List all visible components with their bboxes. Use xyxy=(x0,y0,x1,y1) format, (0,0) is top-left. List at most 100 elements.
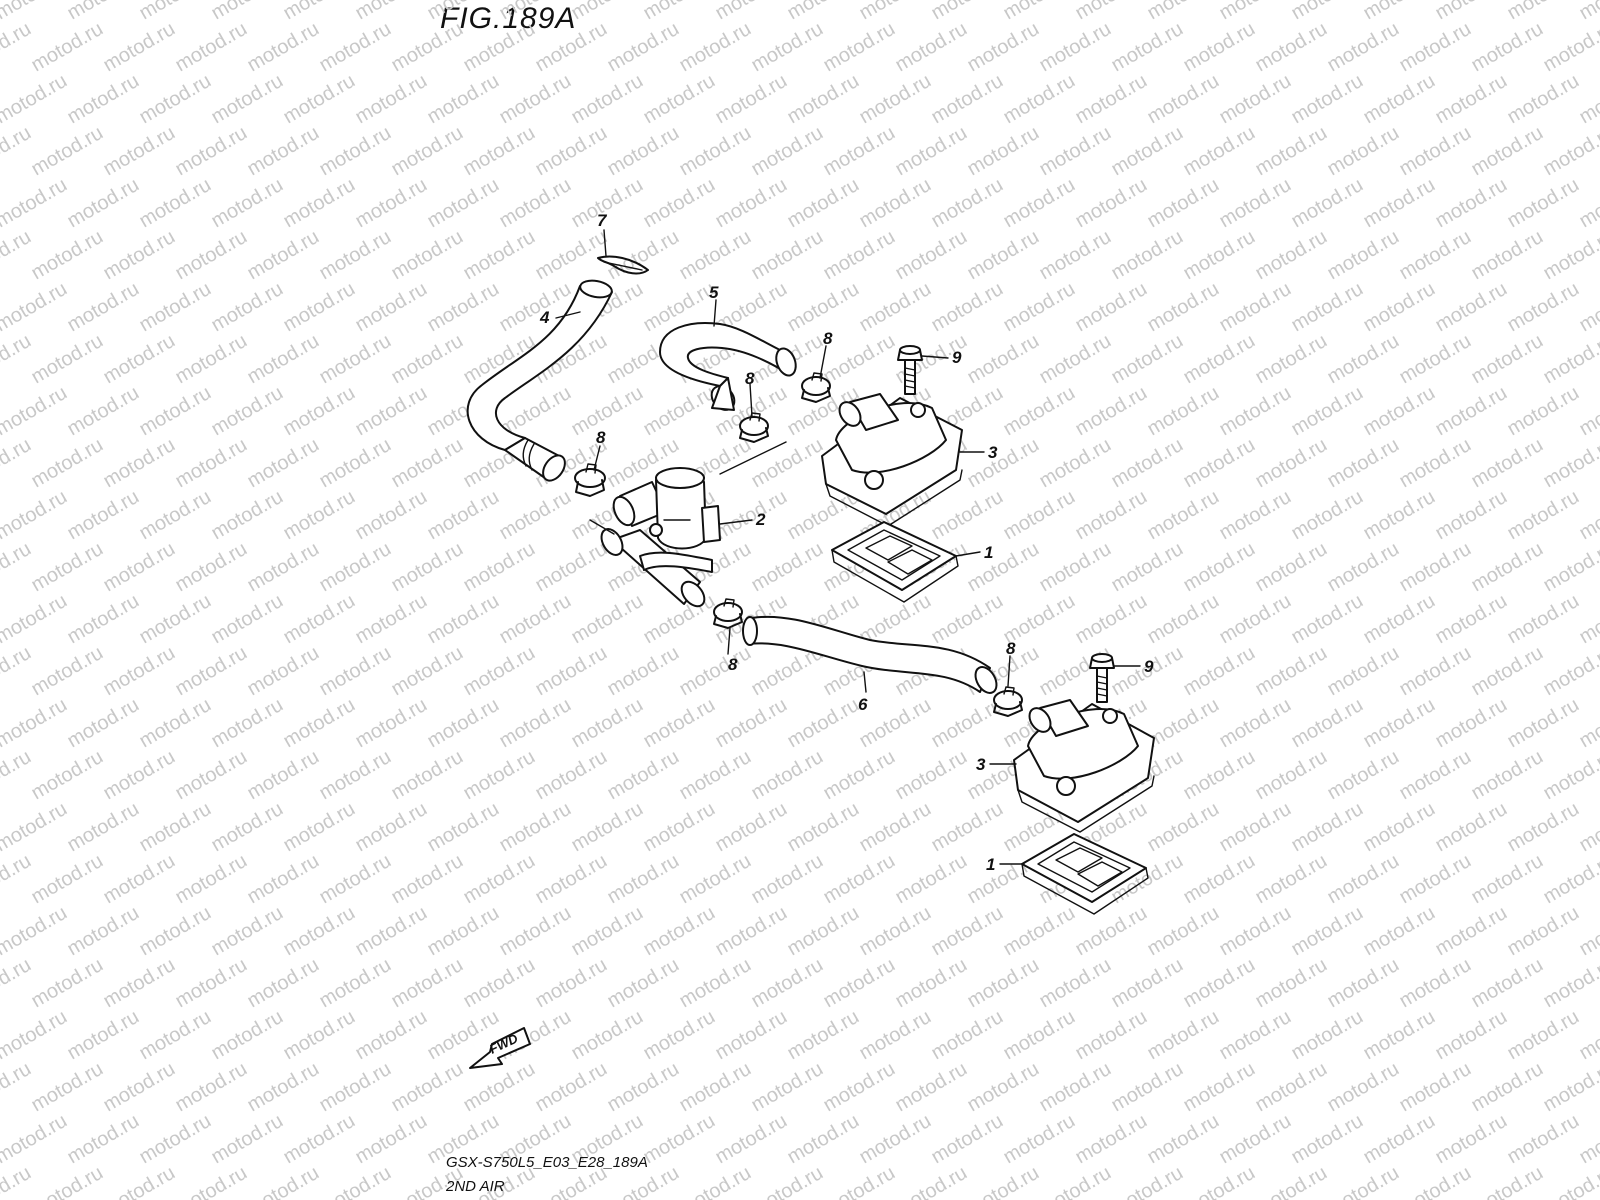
reed-valve-1-lower[interactable] xyxy=(1021,833,1149,915)
watermark-text: motod.ru xyxy=(172,850,251,909)
watermark-text: motod.ru xyxy=(1468,18,1547,77)
watermark-text: motod.ru xyxy=(604,1058,683,1117)
watermark-text: motod.ru xyxy=(1576,486,1600,545)
watermark-text: motod.ru xyxy=(856,798,935,857)
clamp-8-a[interactable] xyxy=(574,463,606,497)
watermark-text: motod.ru xyxy=(1432,798,1511,857)
watermark-text: motod.ru xyxy=(604,642,683,701)
cover-3-lower[interactable] xyxy=(1013,699,1155,833)
watermark-text: motod.ru xyxy=(1216,486,1295,545)
callout-clamp-8-d: 8 xyxy=(728,655,738,674)
watermark-text: motod.ru xyxy=(1072,382,1151,441)
hose-4[interactable] xyxy=(466,278,614,484)
callout-clamp-8-b: 8 xyxy=(745,369,755,388)
watermark-text: motod.ru xyxy=(1036,434,1115,493)
watermark-text: motod.ru xyxy=(568,0,647,24)
watermark-text: motod.ru xyxy=(1036,1162,1115,1200)
watermark-text: motod.ru xyxy=(352,70,431,129)
watermark-text: motod.ru xyxy=(1576,798,1600,857)
watermark-text: motod.ru xyxy=(388,642,467,701)
watermark-text: motod.ru xyxy=(100,1162,179,1200)
watermark-text: motod.ru xyxy=(1144,694,1223,753)
watermark-text: motod.ru xyxy=(1324,538,1403,597)
watermark-text: motod.ru xyxy=(784,70,863,129)
hose-5[interactable] xyxy=(659,322,799,414)
watermark-text: motod.ru xyxy=(964,1162,1043,1200)
watermark-text: motod.ru xyxy=(1576,70,1600,129)
watermark-text: motod.ru xyxy=(28,18,107,77)
watermark-text: motod.ru xyxy=(1072,590,1151,649)
watermark-text: motod.ru xyxy=(1144,1110,1223,1169)
watermark-text: motod.ru xyxy=(1540,1058,1600,1117)
watermark-text: motod.ru xyxy=(1216,694,1295,753)
watermark-text: motod.ru xyxy=(1324,1058,1403,1117)
watermark-text: motod.ru xyxy=(172,538,251,597)
watermark-text: motod.ru xyxy=(208,382,287,441)
section-name-label: 2ND AIR xyxy=(446,1178,505,1195)
watermark-text: motod.ru xyxy=(496,902,575,961)
watermark-text: motod.ru xyxy=(1144,486,1223,545)
watermark-text: motod.ru xyxy=(1468,642,1547,701)
clamp-8-d[interactable] xyxy=(713,598,743,629)
watermark-text: motod.ru xyxy=(820,122,899,181)
watermark-text: motod.ru xyxy=(640,174,719,233)
watermark-text: motod.ru xyxy=(1180,538,1259,597)
bolt-9-lower[interactable] xyxy=(1089,653,1115,703)
watermark-text: motod.ru xyxy=(100,1058,179,1117)
watermark-text: motod.ru xyxy=(1396,746,1475,805)
watermark-text: motod.ru xyxy=(748,538,827,597)
watermark-text: motod.ru xyxy=(604,850,683,909)
clamp-8-b[interactable] xyxy=(739,412,769,443)
watermark-text: motod.ru xyxy=(1072,1006,1151,1065)
watermark-text: motod.ru xyxy=(1432,278,1511,337)
watermark-text: motod.ru xyxy=(964,330,1043,389)
watermark-text: motod.ru xyxy=(100,538,179,597)
watermark-text: motod.ru xyxy=(640,798,719,857)
watermark-text: motod.ru xyxy=(1288,0,1367,24)
watermark-text: motod.ru xyxy=(1252,226,1331,285)
watermark-text: motod.ru xyxy=(1180,954,1259,1013)
bolt-9-upper[interactable] xyxy=(897,345,923,395)
watermark-text: motod.ru xyxy=(64,694,143,753)
watermark-text: motod.ru xyxy=(1540,434,1600,493)
watermark-text: motod.ru xyxy=(1396,1058,1475,1117)
watermark-text: motod.ru xyxy=(1576,174,1600,233)
watermark-text: motod.ru xyxy=(784,1110,863,1169)
watermark-text: motod.ru xyxy=(1036,954,1115,1013)
watermark-text: motod.ru xyxy=(820,1058,899,1117)
watermark-text: motod.ru xyxy=(1252,954,1331,1013)
watermark-text: motod.ru xyxy=(352,174,431,233)
watermark-text: motod.ru xyxy=(316,538,395,597)
watermark-text: motod.ru xyxy=(1432,174,1511,233)
watermark-text: motod.ru xyxy=(280,902,359,961)
watermark-text: motod.ru xyxy=(280,174,359,233)
watermark-text: motod.ru xyxy=(244,642,323,701)
clamp-8-e[interactable] xyxy=(993,686,1023,717)
watermark-text: motod.ru xyxy=(388,330,467,389)
watermark-text: motod.ru xyxy=(136,382,215,441)
watermark-text: motod.ru xyxy=(1432,0,1511,24)
watermark-text: motod.ru xyxy=(0,1006,71,1065)
cover-3-upper[interactable] xyxy=(821,393,963,527)
watermark-text: motod.ru xyxy=(748,434,827,493)
watermark-text: motod.ru xyxy=(244,434,323,493)
watermark-text: motod.ru xyxy=(316,330,395,389)
watermark-text: motod.ru xyxy=(1540,538,1600,597)
watermark-text: motod.ru xyxy=(1504,1110,1583,1169)
clip-7[interactable] xyxy=(597,255,649,275)
watermark-text: motod.ru xyxy=(892,850,971,909)
watermark-text: motod.ru xyxy=(208,70,287,129)
watermark-text: motod.ru xyxy=(1396,226,1475,285)
watermark-text: motod.ru xyxy=(1396,122,1475,181)
watermark-text: motod.ru xyxy=(1252,18,1331,77)
watermark-text: motod.ru xyxy=(244,1162,323,1200)
hose-6[interactable] xyxy=(742,615,1001,697)
watermark-text: motod.ru xyxy=(28,538,107,597)
clamp-8-c[interactable] xyxy=(801,372,831,403)
watermark-text: motod.ru xyxy=(424,902,503,961)
watermark-text: motod.ru xyxy=(1540,18,1600,77)
watermark-text: motod.ru xyxy=(1036,330,1115,389)
watermark-text: motod.ru xyxy=(28,330,107,389)
control-valve-2[interactable] xyxy=(597,467,721,611)
watermark-text: motod.ru xyxy=(1360,798,1439,857)
